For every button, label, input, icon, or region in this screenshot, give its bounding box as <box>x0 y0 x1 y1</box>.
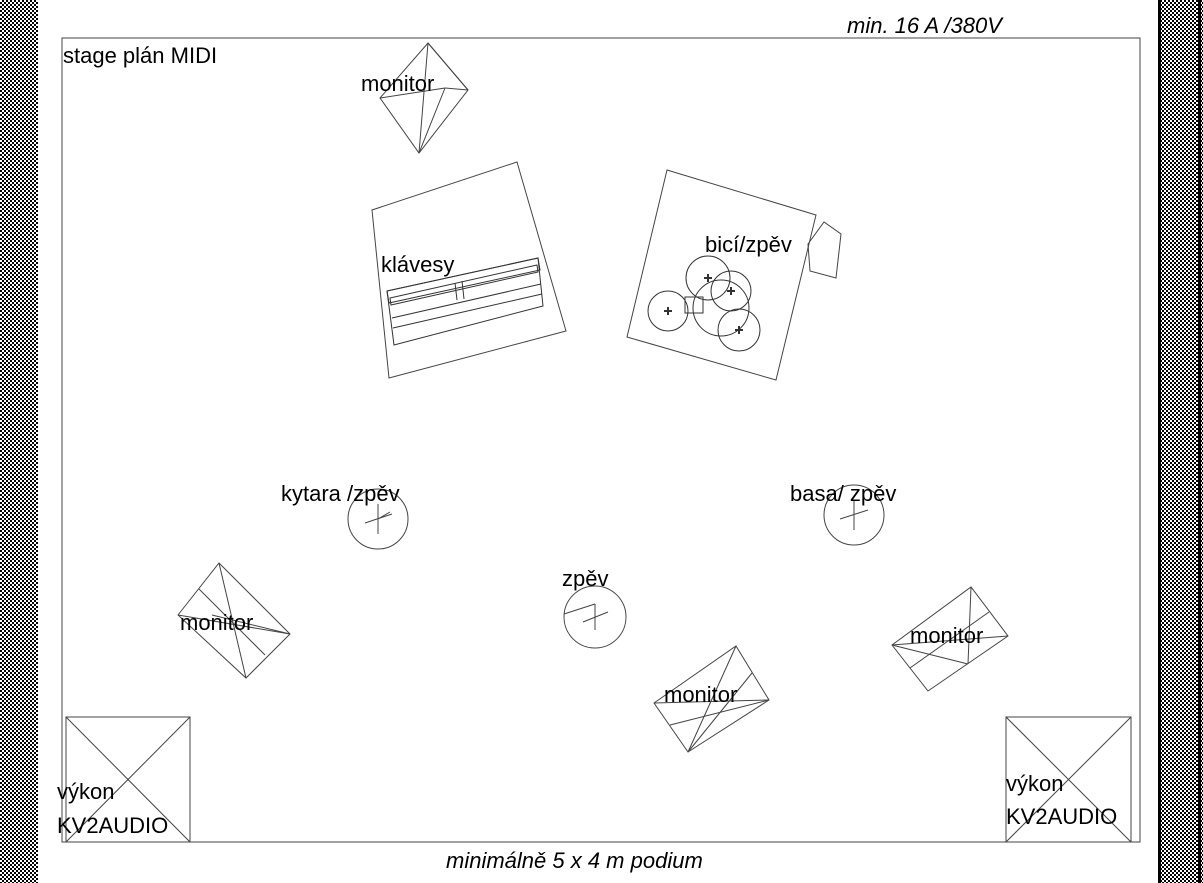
checkered-left-border <box>0 0 38 883</box>
drum-riser <box>626 169 842 381</box>
checkered-right-border <box>1158 0 1203 883</box>
guitar-label: kytara /zpěv <box>281 481 400 506</box>
pa-left-label-line1: výkon <box>57 779 115 804</box>
pa-right-label-line1: výkon <box>1006 771 1064 796</box>
pa-speaker-left <box>65 716 191 843</box>
drum-kit-icon <box>647 255 761 352</box>
guitar-mic-position <box>347 488 409 550</box>
keyboard-icon <box>386 257 544 346</box>
monitor-label-left: monitor <box>180 610 254 635</box>
bass-mic-position <box>823 484 885 546</box>
keyboard-riser <box>371 161 567 379</box>
monitor-wedge-top <box>379 42 469 154</box>
keyboard-label: klávesy <box>381 252 455 277</box>
drums-label: bicí/zpěv <box>705 232 792 257</box>
vocal-label: zpěv <box>562 566 609 591</box>
monitor-label-center: monitor <box>664 682 738 707</box>
pa-speaker-right <box>1005 716 1132 843</box>
drum-stool <box>807 221 842 279</box>
monitor-wedge-center <box>653 645 770 753</box>
stage-outline <box>61 37 1141 843</box>
pa-left-label-line2: KV2AUDIO <box>57 813 169 838</box>
monitor-label-right: monitor <box>910 623 984 648</box>
monitor-label-top: monitor <box>361 71 435 96</box>
stage-size-note: minimálně 5 x 4 m podium <box>446 848 703 873</box>
monitor-wedge-left <box>177 562 291 679</box>
power-requirement-note: min. 16 A /380V <box>847 13 1002 38</box>
bass-label: basa/ zpěv <box>790 481 897 506</box>
page-title: stage plán MIDI <box>63 43 218 68</box>
pa-right-label-line2: KV2AUDIO <box>1006 804 1118 829</box>
vocal-mic-position <box>563 585 627 649</box>
monitor-wedge-right <box>891 586 1009 692</box>
